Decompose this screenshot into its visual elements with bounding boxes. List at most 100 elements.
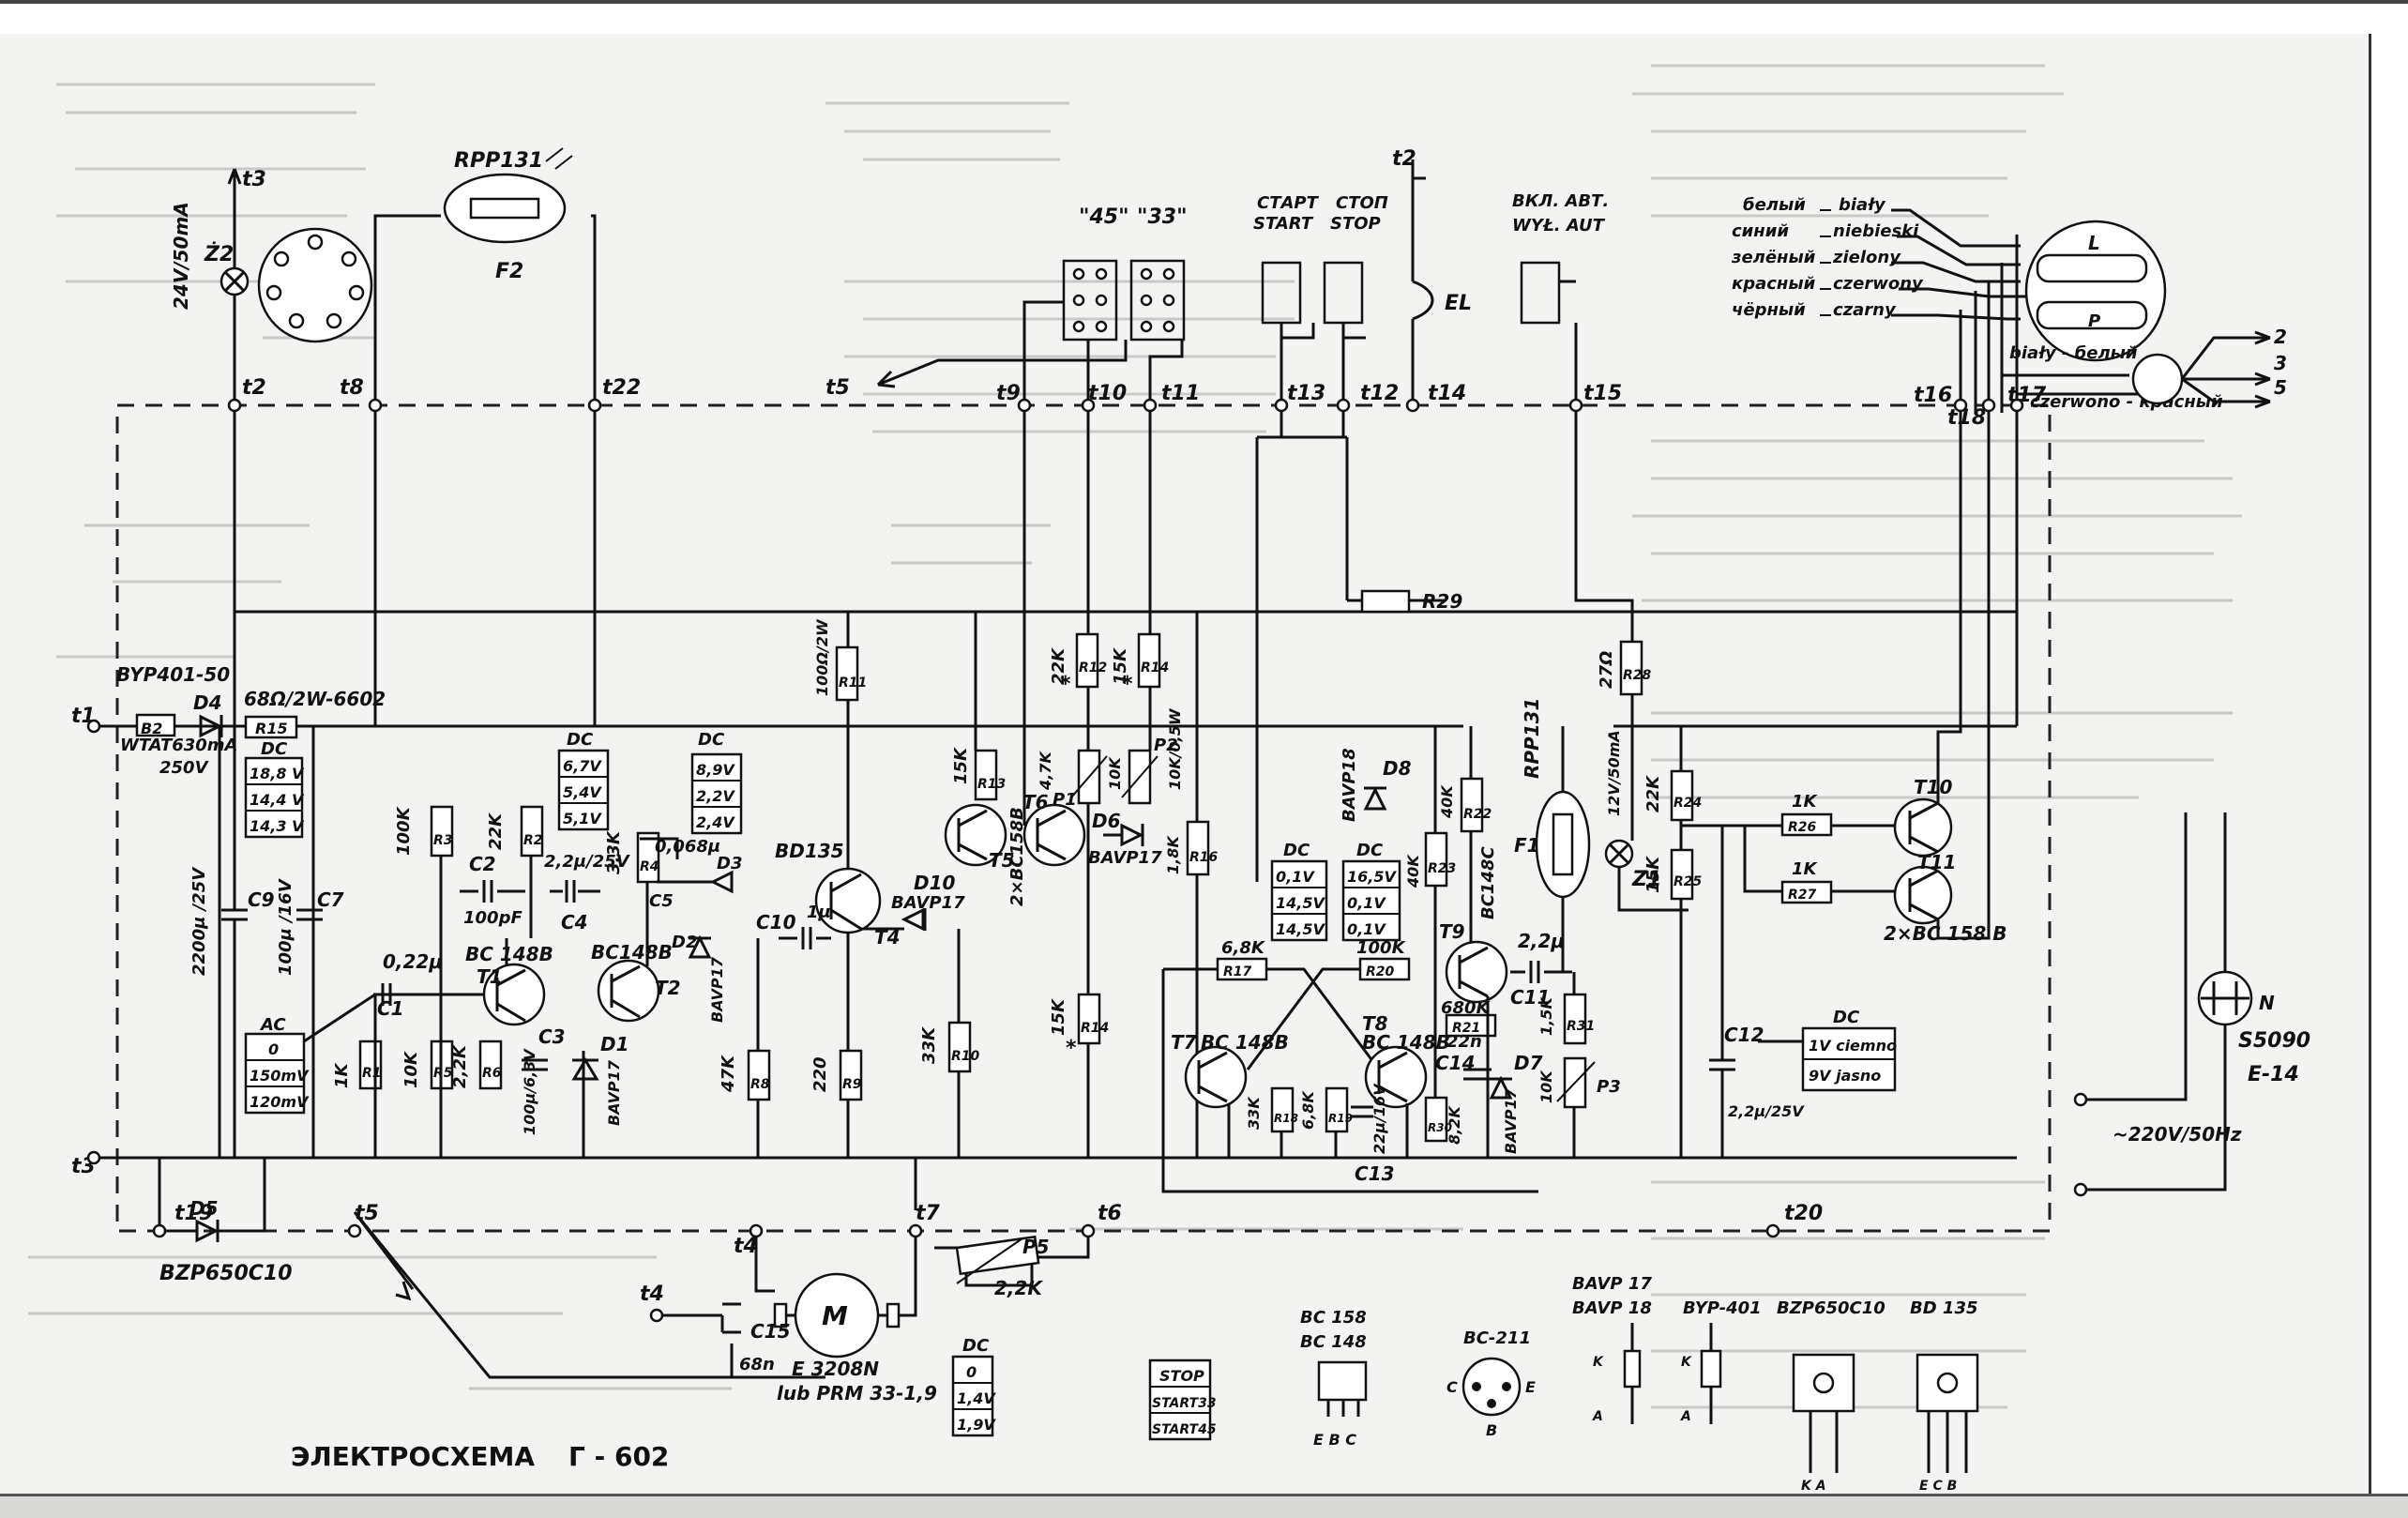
dc_box5-title-label: DC (1356, 841, 1384, 860)
legend_parts-bc211_b-label: B (1486, 1421, 1497, 1439)
diodes-d8p-label: BAVP18 (1340, 748, 1359, 822)
caps-c5-label: C5 (649, 891, 674, 911)
caps-c2v-label: 100pF (463, 908, 522, 928)
t1-ref: T1 (477, 965, 503, 988)
head-P-label: P (2088, 311, 2100, 331)
caps-c1-label: C1 (377, 997, 404, 1020)
terminal-label: t18 (1947, 406, 1986, 430)
resistors-r5-label: R5 (433, 1066, 453, 1081)
legend_parts-bc211-label: BC-211 (1463, 1328, 1531, 1348)
ac_box-rows-2-label: 120mV (250, 1093, 310, 1111)
caps-c1v-label: 0,22μ (383, 950, 443, 973)
diodes-d8-label: D8 (1383, 757, 1412, 780)
resistors-r18v-label: 33K (1245, 1096, 1263, 1130)
terminal-label: t10 (1088, 382, 1127, 405)
dc_box6-rows-0-label: 1V ciemno (1809, 1037, 1897, 1055)
terminal-label: t4 (734, 1235, 758, 1258)
diode-part: BYP401-50 (116, 663, 230, 686)
resistors-r4v-label: 3,3K (604, 829, 624, 874)
switch_labels-auto-label: WYŁ. AUT (1512, 216, 1606, 235)
dc_box3-rows-1-label: 2,2V (696, 787, 735, 805)
transistors-t9-label: T9 (1439, 920, 1465, 943)
legend_parts-bc-0-label: BC 158 (1300, 1308, 1367, 1328)
top-left-section: Ż2 24V/50mA RPP131 F2 (170, 147, 597, 403)
caps-c14v-label: 22n (1446, 1032, 1482, 1052)
resistors-r6-label: R6 (482, 1066, 502, 1081)
diodes-d7-label: D7 (1514, 1052, 1543, 1074)
resistors-r5v-label: 10K (401, 1050, 421, 1088)
bleed-through-text (28, 64, 2242, 1409)
dc_box2-title-label: DC (567, 730, 594, 750)
dc_box7-rows-0-label: 0 (966, 1363, 977, 1381)
resistors-r13v-label: 15K (951, 746, 971, 784)
resistors-r20-label: R20 (1366, 964, 1395, 979)
resistors-r1-label: R1 (362, 1066, 382, 1081)
resistors-r11v-label: 100Ω/2W (813, 618, 831, 696)
caps-c15v-label: 68n (739, 1355, 775, 1374)
photo-part: RPP131 (454, 149, 543, 173)
motor-part-label: E 3208N (792, 1358, 879, 1380)
head-wires-0-ru-label: белый (1743, 195, 1806, 215)
caps-c4v-label: 2,2μ/25V (544, 852, 631, 872)
cap-c7-value: 100μ /16V (276, 877, 295, 976)
resistors-r17-label: R17 (1223, 964, 1252, 979)
switch-group: "45" "33" СТАРТ START СТОП STOP EL ВКЛ. … (876, 159, 1609, 405)
caps-c5v-label: 0,068μ (655, 837, 720, 857)
dc_box3-rows-0-label: 8,9V (696, 761, 735, 779)
terminal-label: t6 (1098, 1202, 1122, 1225)
legend_parts-bc211_e-label: E (1525, 1378, 1536, 1396)
zener-part: BZP650C10 (159, 1262, 293, 1285)
caps-c11v-label: 2,2μ (1518, 930, 1565, 952)
socket-pins (265, 234, 365, 329)
legend_parts-bavp-0-label: BAVP 17 (1572, 1274, 1652, 1294)
driver-stage: C5 0,068μ D3 D2 BAVP17 T4 BD135 C10 1μ R… (640, 612, 980, 1158)
resistors-p5-label: P5 (1022, 1236, 1050, 1258)
head-pins-1-label: 3 (2274, 352, 2287, 374)
dc-box-1: DC 18,8 V 14,4 V 14,3 V (244, 739, 305, 839)
resistors-r4-label: R4 (640, 859, 659, 874)
photo2-lamp-label: Z1 (1631, 868, 1661, 891)
diodes-d2-label: D2 (672, 933, 697, 952)
resistors-r2-label: R2 (523, 833, 543, 848)
speed-control: T5 T6 2×BC158B R13 15K R12 22K R14 15K *… (944, 405, 1219, 1158)
mains-section: N S5090 E-14 ~220V/50Hz (2073, 812, 2310, 1197)
misc-star-label: * (1122, 673, 1133, 696)
legend_switch-1-label: START33 (1152, 1396, 1217, 1411)
transistors-t8-label: T8 (1362, 1012, 1388, 1035)
dc_box2-rows-2-label: 5,1V (563, 810, 602, 827)
title-model: Г - 602 (568, 1441, 669, 1472)
dc_box7-rows-1-label: 1,4V (957, 1389, 996, 1407)
diagram-title: ЭЛЕКТРОСХЕМА Г - 602 (291, 1441, 669, 1472)
t2-ref: T2 (655, 977, 681, 999)
terminal-label: t7 (916, 1202, 941, 1225)
head-wires-4-pl-label: czarny (1833, 300, 1897, 320)
resistors-r14-label: R14 (1141, 660, 1169, 676)
dc_box6-rows-1-label: 9V jasno (1809, 1067, 1881, 1085)
terminal-label: t15 (1583, 382, 1622, 405)
resistors-p3v-label: 10K (1537, 1070, 1555, 1103)
transistors-t6-label: T6 (1022, 791, 1049, 813)
terminal-label: t11 (1161, 382, 1200, 405)
resistors-p2v-label: 10K (1106, 756, 1124, 790)
transistors-t1011p-label: 2×BC 158 B (1884, 922, 2007, 945)
resistors-r20v-label: 100K (1356, 938, 1407, 958)
power-section: B2 R15 BYP401-50 D4 68Ω/2W-6602 WTAT630m… (89, 403, 2017, 1285)
transistors-t7-label: T7 (1171, 1031, 1197, 1054)
resistors-r8v-label: 47K (719, 1054, 738, 1093)
dc_box7-rows-2-label: 1,9V (957, 1416, 996, 1434)
terminal-label: t16 (1914, 384, 1952, 407)
resistors-r10v-label: 33K (919, 1025, 939, 1064)
misc-star-label: * (1060, 673, 1071, 696)
legend_parts-bc_pins-label: E B C (1313, 1431, 1356, 1449)
dc-box-2: DC 6,7V 5,4V 5,1V (557, 730, 610, 831)
lamp-rating: 24V/50mA (170, 202, 192, 310)
resistor-ref: R15 (255, 720, 288, 737)
head-wires-1-ru-label: синий (1732, 221, 1789, 241)
resistors-r9-label: R9 (842, 1077, 862, 1092)
photo2-part-label: RPP131 (1521, 698, 1543, 779)
switch_labels-s45-label: "45" (1079, 205, 1129, 229)
caps-c13-label: C13 (1355, 1162, 1395, 1185)
resistors-r19-label: R19 (1328, 1112, 1353, 1125)
output-stage: R26 1K R27 1K T10 T11 2×BC 158 B (1743, 235, 2019, 945)
diodes-d6p-label: BAVP17 (1088, 848, 1162, 868)
